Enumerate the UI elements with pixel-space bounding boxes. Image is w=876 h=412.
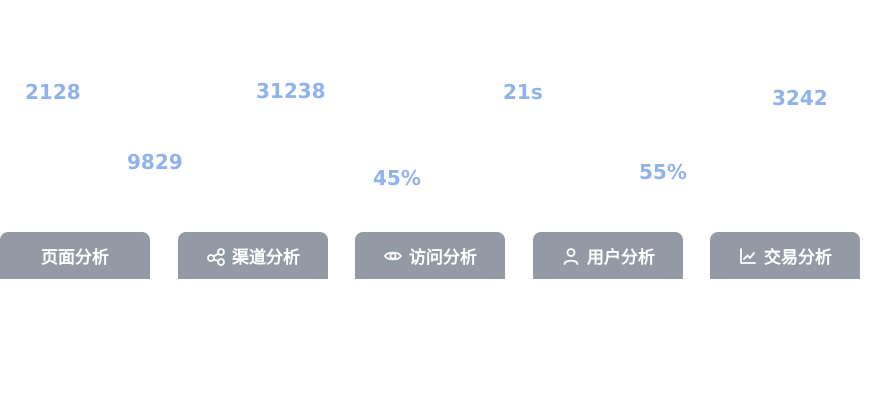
- metric-value: 45%: [373, 166, 421, 190]
- metric-value: 31238: [256, 79, 326, 103]
- tab-user-analysis[interactable]: 用户分析: [533, 232, 683, 279]
- tab-label: 渠道分析: [232, 248, 300, 268]
- tab-visit-analysis[interactable]: 访问分析: [355, 232, 505, 279]
- metric-value: 3242: [772, 86, 828, 110]
- tab-label: 访问分析: [409, 248, 477, 268]
- user-icon: [561, 246, 581, 266]
- metric-value: 2128: [25, 80, 81, 104]
- tab-channel-analysis[interactable]: 渠道分析: [178, 232, 328, 279]
- metric-value: 9829: [127, 150, 183, 174]
- eye-icon: [383, 246, 403, 266]
- metric-value: 21s: [503, 80, 543, 104]
- metric-value: 55%: [639, 160, 687, 184]
- line-chart-icon: [738, 246, 758, 266]
- tab-label: 交易分析: [764, 248, 832, 268]
- share-nodes-icon: [206, 246, 226, 266]
- tab-page-analysis[interactable]: 页面分析: [0, 232, 150, 279]
- tab-trade-analysis[interactable]: 交易分析: [710, 232, 860, 279]
- tab-label: 页面分析: [41, 248, 109, 268]
- tab-label: 用户分析: [587, 248, 655, 268]
